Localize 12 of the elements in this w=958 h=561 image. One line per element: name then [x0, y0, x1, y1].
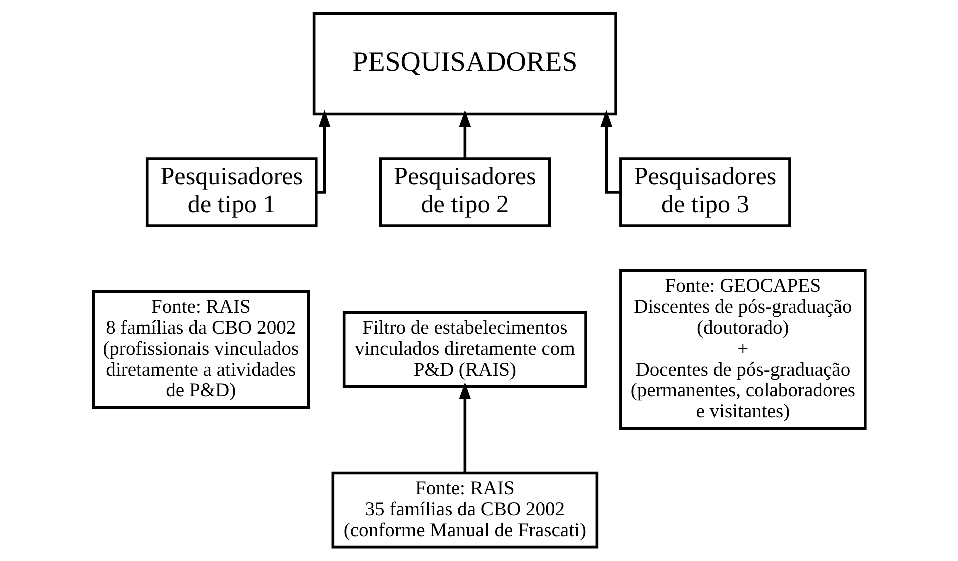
- node-box: Filtro de estabelecimentos vinculados diretamente com P&D (RAIS): [342, 311, 587, 388]
- node-box: Pesquisadores de tipo 2: [378, 158, 551, 228]
- node-box: Fonte: RAIS 35 famílias da CBO 2002 (conforme Manual de Frascati): [331, 472, 598, 549]
- arrow: [600, 110, 620, 194]
- node-box: Fonte: RAIS 8 famílias da CBO 2002 (profissionais vinculados diretamente a atividades de P&D): [92, 290, 310, 410]
- node-box: Pesquisadores de tipo 3: [619, 158, 791, 228]
- node-box: Fonte: GEOCAPES Discentes de pós-graduação (doutorado) + Docentes de pós-graduação (permanentes, colaboradores e visitantes): [619, 269, 866, 430]
- node-box: Pesquisadores de tipo 1: [145, 158, 318, 228]
- arrow: [458, 382, 471, 474]
- arrow: [316, 110, 330, 194]
- arrow: [458, 110, 471, 159]
- node-box: PESQUISADORES: [312, 12, 617, 116]
